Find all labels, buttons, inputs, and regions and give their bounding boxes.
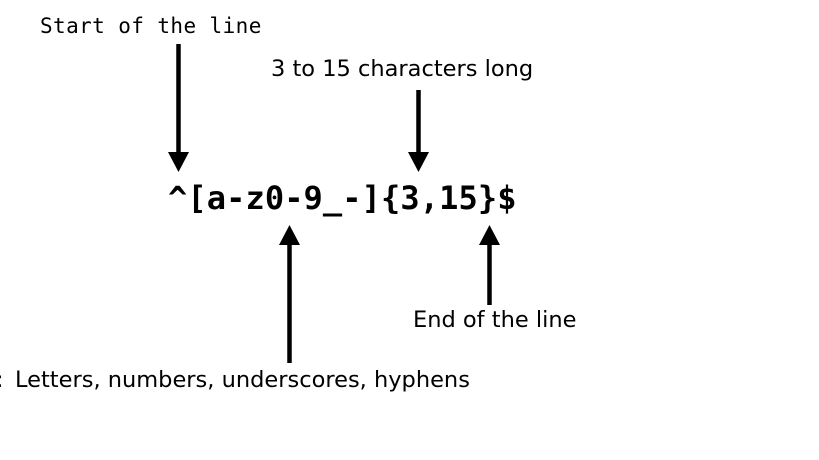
arrow-to-quantifier-icon — [406, 90, 431, 172]
arrow-to-dollar-icon — [477, 225, 502, 305]
annotation-end-of-line: End of the line — [413, 307, 577, 333]
clipped-edge-glyph: : — [0, 369, 4, 392]
annotation-character-class: Letters, numbers, underscores, hyphens — [15, 367, 470, 393]
arrow-to-charclass-icon — [277, 225, 302, 363]
regex-pattern-text: ^[a-z0-9_-]{3,15}$ — [168, 179, 517, 217]
annotation-start-of-line: Start of the line — [40, 14, 262, 38]
arrow-to-caret-icon — [166, 44, 191, 172]
annotation-length-quantifier: 3 to 15 characters long — [271, 56, 534, 82]
